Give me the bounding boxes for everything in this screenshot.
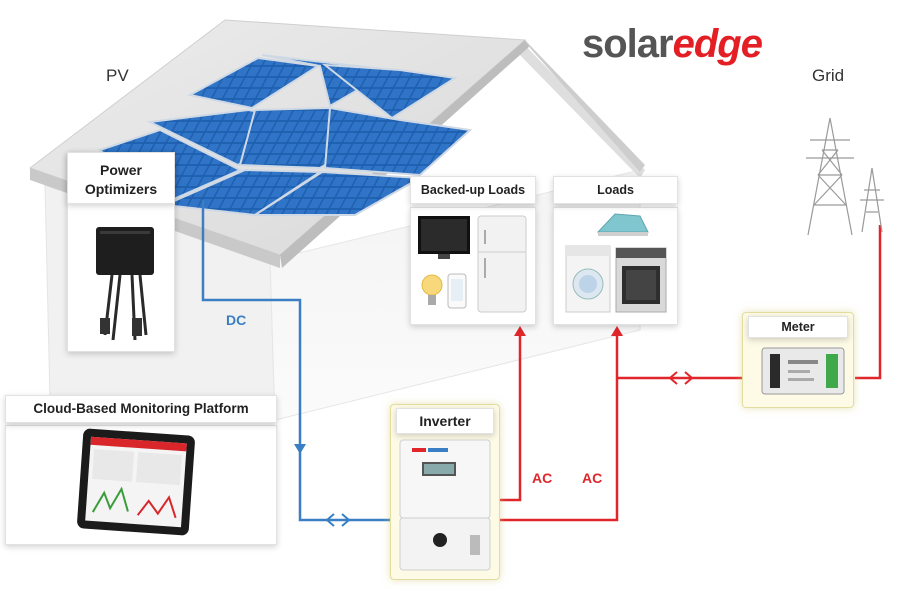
pv-label: PV [106, 66, 129, 86]
power-optimizers-header: Power Optimizers [67, 152, 175, 204]
ac-label-right: AC [582, 470, 602, 486]
backed-up-loads-header: Backed-up Loads [410, 176, 536, 204]
loads-card [553, 207, 678, 325]
ac-label-left: AC [532, 470, 552, 486]
monitoring-header: Cloud-Based Monitoring Platform [5, 395, 277, 423]
grid-label: Grid [812, 66, 844, 86]
power-optimizers-title-line1: Power [68, 161, 174, 180]
logo-edge: edge [673, 22, 762, 66]
meter-header: Meter [748, 316, 848, 338]
logo-solar: solar [582, 22, 673, 66]
transmission-tower-icon [806, 118, 884, 235]
solaredge-logo: solaredge [582, 22, 762, 68]
monitoring-card [5, 425, 277, 545]
backed-up-loads-card [410, 207, 536, 325]
power-optimizers-title-line2: Optimizers [68, 180, 174, 199]
dc-label: DC [226, 312, 246, 328]
inverter-header: Inverter [396, 408, 494, 434]
loads-header: Loads [553, 176, 678, 204]
